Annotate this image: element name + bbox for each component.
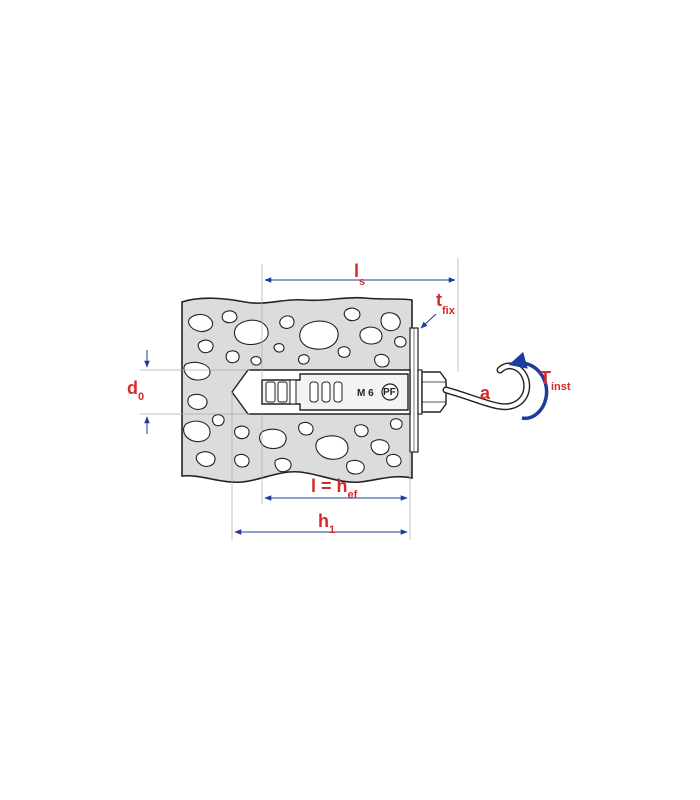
dimension-labels: ls tfix d0 a Tinst l = hef h1 xyxy=(127,261,571,536)
label-h1: h1 xyxy=(318,511,335,536)
torque-arrow xyxy=(508,351,549,421)
aggregate-stones xyxy=(183,307,407,475)
label-a: a xyxy=(480,383,491,403)
label-hef: l = hef xyxy=(311,476,358,501)
logo-badge xyxy=(381,383,399,401)
hex-nut xyxy=(421,371,447,413)
logo-marking: PF xyxy=(383,387,396,398)
expansion-segments xyxy=(265,379,343,405)
label-tinst: Tinst xyxy=(540,368,571,393)
dimension-lines xyxy=(140,258,549,540)
label-ls: ls xyxy=(354,261,365,288)
label-d0: d0 xyxy=(127,378,144,403)
label-tfix: tfix xyxy=(436,290,456,317)
anchor-assembly: M 6 PF xyxy=(231,362,531,415)
size-marking: M 6 xyxy=(357,388,374,399)
tfix-pointer xyxy=(420,313,437,329)
